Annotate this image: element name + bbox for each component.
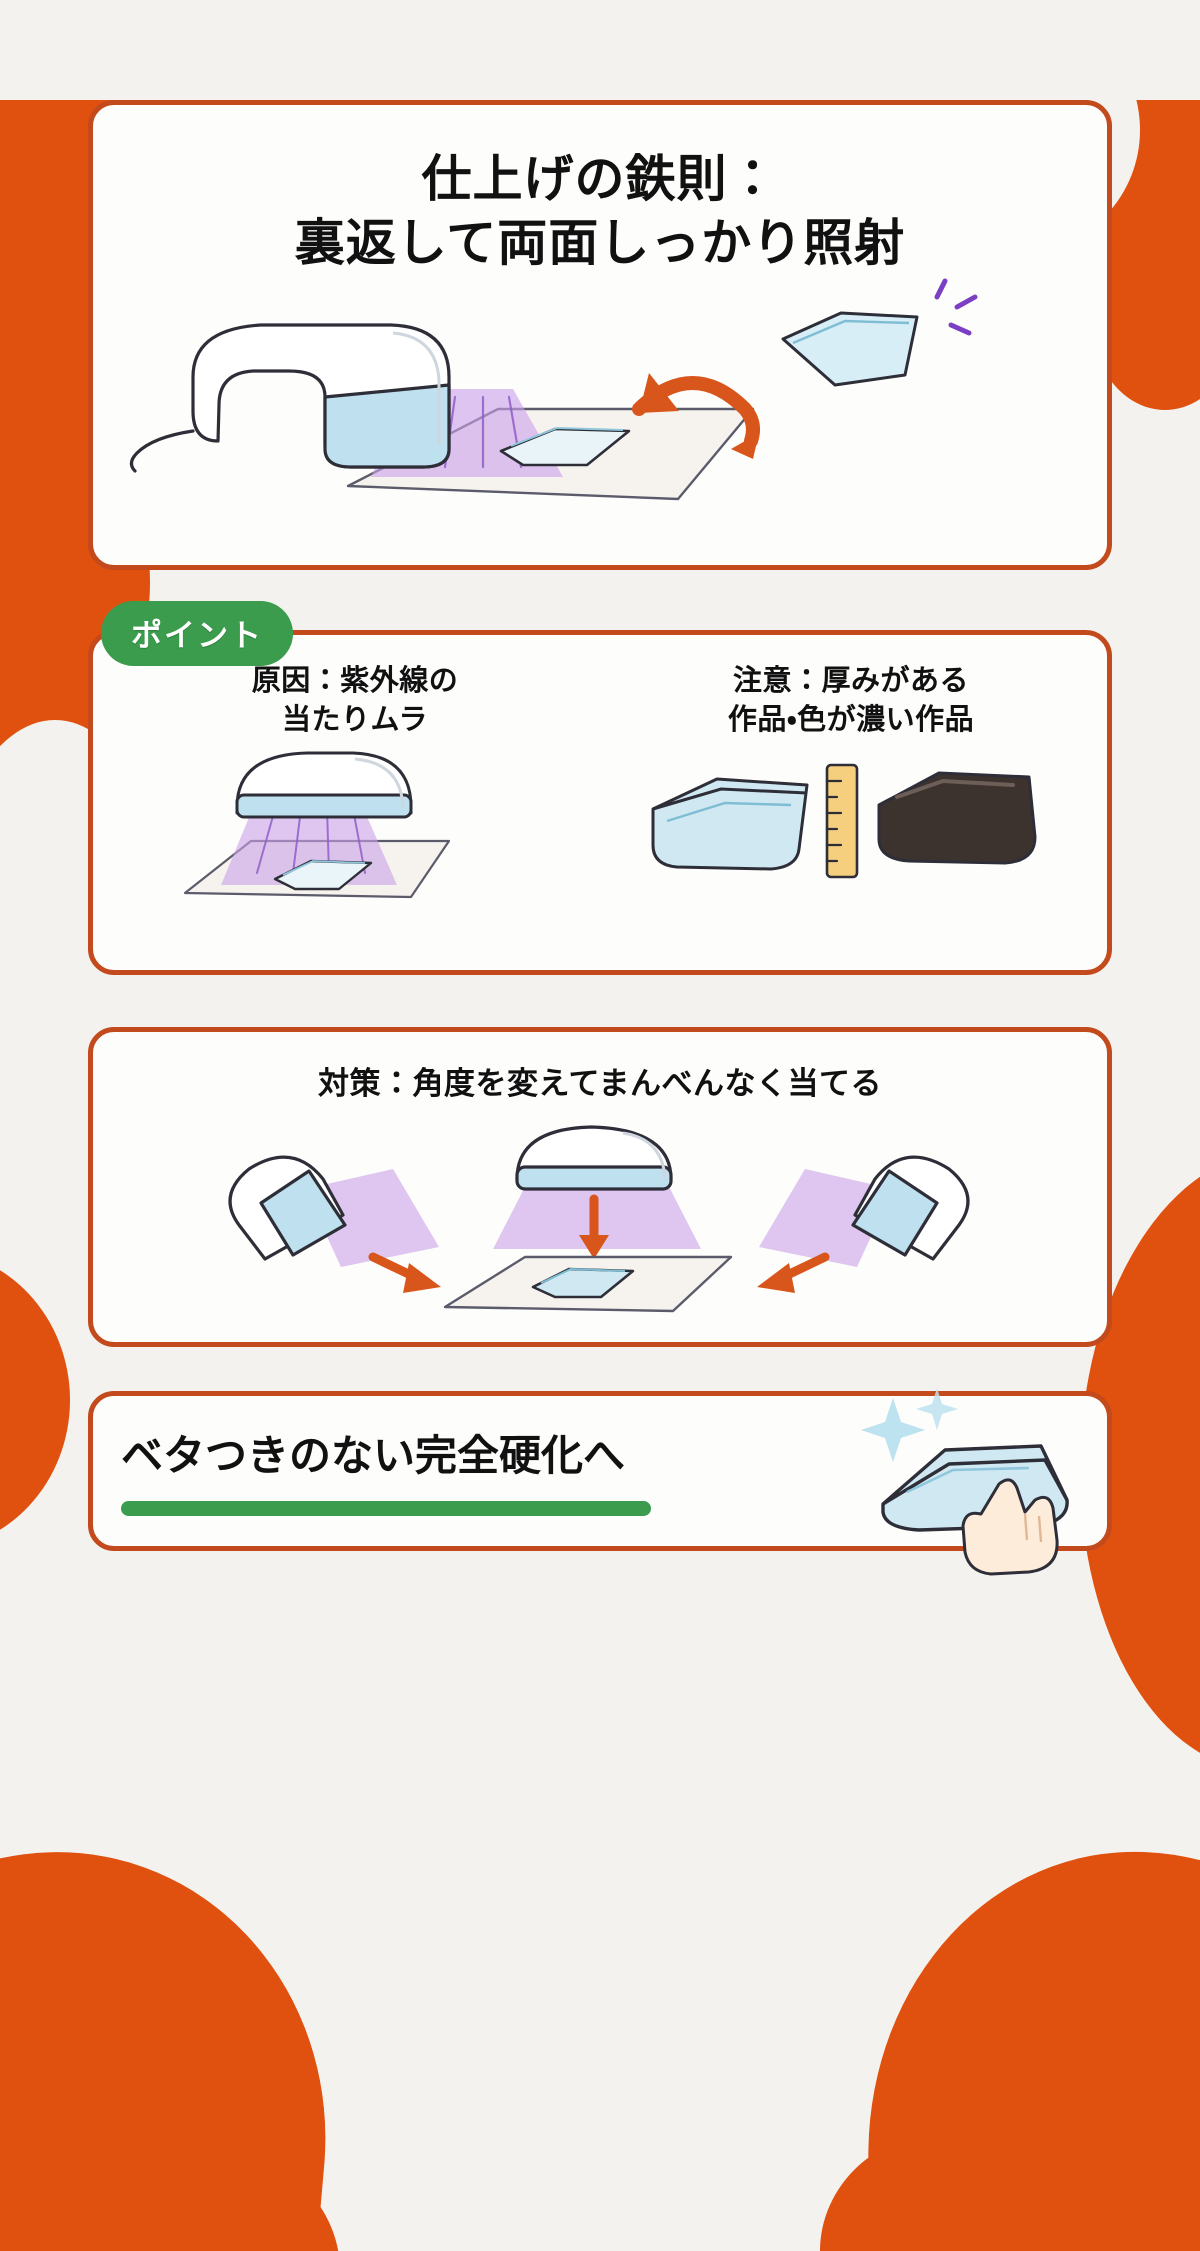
warning-heading: 注意：厚みがある 作品・色が濃い作品 [621, 661, 1081, 739]
arrow-down-icon [579, 1194, 609, 1259]
countermeasure-illustration [93, 1107, 1107, 1322]
footer-illustration-svg [861, 1388, 1069, 1576]
countermeasure-card: 対策：角度を変えてまんべんなく当てる [88, 1027, 1112, 1347]
cause-illustration-svg [183, 751, 451, 898]
footer-row: ベタつきのない完全硬化へ [121, 1388, 1079, 1576]
footer-message: ベタつきのない完全硬化へ [121, 1431, 626, 1480]
cause-heading: 原因：紫外線の 当たりムラ [125, 661, 585, 739]
ruler-icon [825, 763, 859, 879]
cause-heading-line-1: 原因：紫外線の [251, 663, 459, 697]
flip-arrow-icon [632, 373, 760, 459]
uv-beam-right-icon [759, 1169, 893, 1267]
resin-piece-icon [531, 1267, 635, 1299]
warning-column: 注意：厚みがある 作品・色が濃い作品 [611, 661, 1091, 956]
footer-illustration [859, 1388, 1089, 1578]
resin-piece-icon [499, 426, 631, 467]
sparkle-icon [861, 1388, 958, 1462]
warning-heading-line-1: 注意：厚みがある [732, 663, 969, 697]
uv-lamp-top-icon [515, 1125, 673, 1191]
thick-resin-piece-icon [651, 777, 809, 871]
hero-illustration-svg [129, 278, 978, 501]
uv-lamp-icon [235, 751, 413, 819]
uv-lamp-right-icon [851, 1155, 970, 1261]
dark-resin-piece-icon [877, 771, 1037, 865]
infographic-content: 仕上げの鉄則： 裏返して両面しっかり照射 [0, 100, 1200, 1576]
resin-piece-icon [273, 859, 373, 890]
arrow-diagonal-right-icon [368, 1252, 441, 1293]
cause-column: 原因：紫外線の 当たりムラ [115, 661, 595, 956]
sparkle-icon [934, 278, 978, 336]
uv-lamp-icon [129, 323, 451, 473]
arrow-diagonal-left-icon [757, 1252, 830, 1293]
hero-card: 仕上げの鉄則： 裏返して両面しっかり照射 [88, 100, 1112, 570]
cause-heading-line-2: 当たりムラ [281, 701, 429, 736]
page-title-line-1: 仕上げの鉄則： [421, 150, 779, 208]
footer-underline-bar [121, 1501, 651, 1516]
hero-illustration [93, 278, 1107, 531]
page-title: 仕上げの鉄則： 裏返して両面しっかり照射 [93, 147, 1107, 275]
cause-illustration [125, 745, 585, 905]
point-card: ポイント 原因：紫外線の 当たりムラ [88, 601, 1112, 975]
status-badge: ポイント [101, 601, 293, 666]
uv-beam-left-icon [305, 1169, 439, 1267]
warning-illustration [621, 745, 1081, 905]
countermeasure-heading: 対策：角度を変えてまんべんなく当てる [318, 1066, 882, 1102]
flipped-resin-piece-icon [781, 311, 919, 387]
uv-lamp-left-icon [228, 1155, 347, 1261]
warning-illustration-svg [651, 763, 1037, 879]
pointing-hand-icon [961, 1478, 1059, 1576]
footer-card: ベタつきのない完全硬化へ [88, 1388, 1112, 1576]
countermeasure-illustration-svg [228, 1125, 970, 1313]
point-columns: 原因：紫外線の 当たりムラ [115, 661, 1085, 956]
warning-heading-line-2: 作品・色が濃い作品 [727, 701, 975, 736]
page-title-line-2: 裏返して両面しっかり照射 [294, 214, 906, 272]
